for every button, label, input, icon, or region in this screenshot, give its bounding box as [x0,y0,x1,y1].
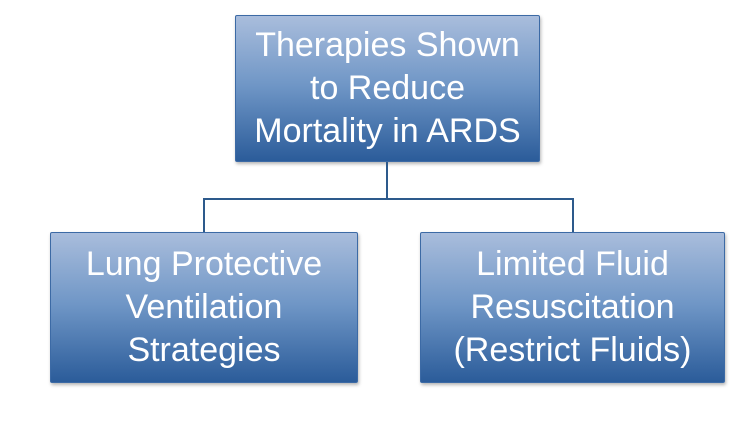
connector-horizontal [203,198,574,200]
connector-right-drop [572,198,574,232]
connector-left-drop [203,198,205,232]
node-lung-protective-label: Lung Protective Ventilation Strategies [85,245,323,369]
connector-stem [386,162,388,199]
node-therapies-root-label: Therapies Shown to Reduce Mortality in A… [254,26,521,150]
node-lung-protective: Lung Protective Ventilation Strategies [50,232,358,383]
node-limited-fluid: Limited Fluid Resuscitation (Restrict Fl… [420,232,725,383]
node-limited-fluid-label: Limited Fluid Resuscitation (Restrict Fl… [453,245,692,369]
node-therapies-root: Therapies Shown to Reduce Mortality in A… [235,15,540,162]
